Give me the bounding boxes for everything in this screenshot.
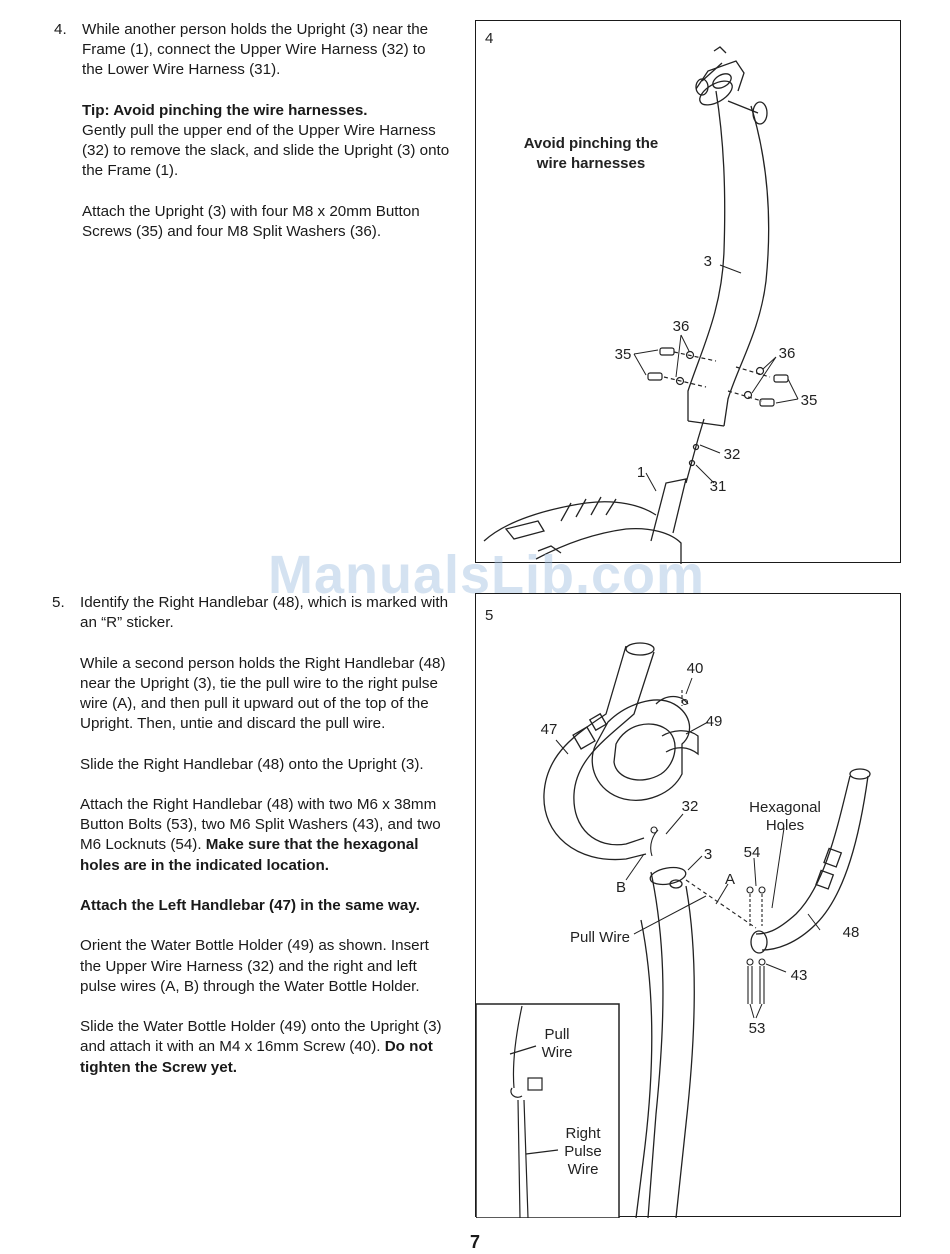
label-hexagonal-holes-line-1: Hexagonal: [749, 799, 821, 816]
step-4-tip: Tip: Avoid pinching the wire harnesses. G…: [82, 101, 450, 182]
inset-drawing: [509, 1005, 559, 1218]
step-5-paragraph-7-text: Slide the Water Bottle Holder (49) onto …: [80, 1018, 442, 1056]
figure-5: 5: [475, 593, 901, 1218]
label-pulse-wire-b: B: [616, 879, 626, 896]
label-pull-wire: Pull Wire: [570, 929, 630, 946]
inset-label-pull-line-2: Wire: [542, 1044, 573, 1061]
figure-4-callout-line-2: wire harnesses: [536, 155, 645, 172]
step-5-paragraph-4: Attach the Right Handlebar (48) with two…: [80, 795, 450, 876]
inset-label-right-pulse-line-2: Pulse: [564, 1143, 602, 1160]
step-5-paragraph-1: Identify the Right Handlebar (48), which…: [80, 594, 449, 632]
left-handlebar: [543, 642, 655, 861]
label-part-31: 31: [710, 478, 727, 495]
step-5-paragraph-5: Attach the Left Handlebar (47) in the sa…: [80, 896, 450, 916]
label-part-48: 48: [843, 924, 860, 941]
label-part-3: 3: [704, 253, 712, 270]
inset-label-right-pulse-line-3: Wire: [568, 1161, 599, 1178]
leader-lines: [633, 264, 799, 492]
label-part-36-right: 36: [779, 345, 796, 362]
label-part-49: 49: [706, 713, 723, 730]
step-4-number: 4.: [54, 21, 67, 38]
label-part-32: 32: [682, 798, 699, 815]
step-5-paragraph-7: Slide the Water Bottle Holder (49) onto …: [80, 1017, 450, 1078]
step-4-tip-heading: Tip: Avoid pinching the wire harnesses.: [82, 101, 368, 119]
leader-lines: [555, 677, 821, 1019]
figure-4: 4 Avoid pinching the wire harnesses: [475, 20, 901, 564]
page-number: 7: [469, 1232, 480, 1252]
right-handlebar: [750, 768, 871, 954]
step-5-paragraph-4-warning: Make sure that the hexagonal holes are i…: [80, 836, 419, 874]
figure-4-drawing: 4 Avoid pinching the wire harnesses: [483, 30, 818, 564]
screws-and-washers: [647, 347, 789, 407]
watermark: ManualsLib.com: [268, 545, 706, 605]
label-part-54: 54: [744, 844, 761, 861]
wire-harness: [685, 418, 705, 484]
label-part-43: 43: [791, 967, 808, 984]
step-5-number: 5.: [52, 594, 65, 611]
fasteners: [650, 690, 766, 1004]
step-5-paragraph-2: While a second person holds the Right Ha…: [80, 654, 446, 733]
label-pulse-wire-a: A: [725, 871, 735, 888]
frame-base: [483, 478, 687, 564]
step-5-paragraph-3: Slide the Right Handlebar (48) onto the …: [80, 755, 424, 773]
label-hexagonal-holes-line-2: Holes: [766, 817, 804, 834]
label-part-35-right: 35: [801, 392, 818, 409]
step-4-paragraph-3: Attach the Upright (3) with four M8 x 20…: [82, 202, 420, 240]
step-5-paragraph-4-text: Attach the Right Handlebar (48) with two…: [80, 795, 441, 854]
figure-5-drawing: 5: [476, 607, 871, 1218]
label-part-1: 1: [637, 464, 645, 481]
upright-tube: [635, 866, 695, 1218]
figure-5-number: 5: [485, 607, 493, 624]
figure-4-callout-line-1: Avoid pinching the: [524, 135, 658, 152]
label-part-32: 32: [724, 446, 741, 463]
step-4-tip-text: Gently pull the upper end of the Upper W…: [82, 122, 450, 180]
water-bottle-holder: [591, 695, 699, 801]
label-part-47: 47: [541, 721, 558, 738]
step-4-paragraph-1: While another person holds the Upright (…: [82, 21, 429, 79]
pull-wire-inset: Pull Wire Right Pulse Wire: [476, 1003, 620, 1218]
label-part-40: 40: [687, 660, 704, 677]
figure-4-number: 4: [485, 30, 493, 47]
inset-label-pull-line-1: Pull: [544, 1026, 569, 1043]
upright-tube: [687, 46, 770, 427]
step-5-paragraph-6: Orient the Water Bottle Holder (49) as s…: [80, 937, 429, 995]
step-5-left-handlebar-note: Attach the Left Handlebar (47) in the sa…: [80, 896, 420, 914]
label-part-53: 53: [749, 1020, 766, 1037]
step-5-paragraph-7-warning: Do not tighten the Screw yet.: [80, 1038, 433, 1076]
inset-label-right-pulse-line-1: Right: [565, 1125, 601, 1142]
label-part-3: 3: [704, 846, 712, 863]
label-part-35-left: 35: [615, 346, 632, 363]
label-part-36-left: 36: [673, 318, 690, 335]
